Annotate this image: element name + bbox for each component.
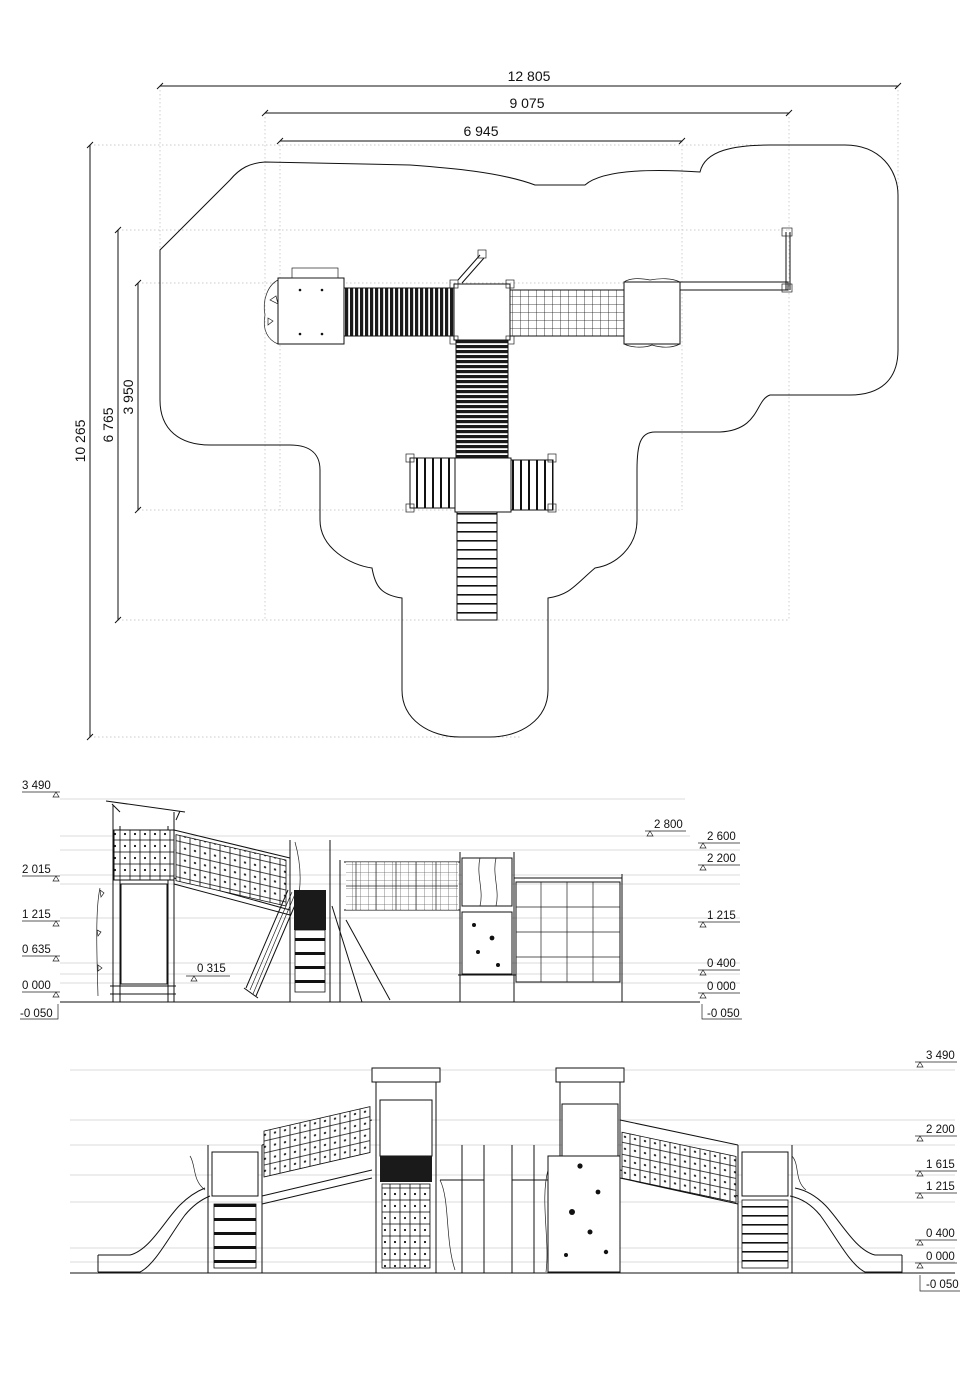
side-elevation: 3 490 2 200 1 615 1 215 0 400 0 000 -0 0… [70,1050,960,1292]
level-label: 1 215 [707,910,736,922]
front-slope-bridge [173,829,291,916]
front-grid-lines [60,798,740,1003]
left-tower-plan [263,267,345,345]
level-label: 1 215 [22,909,51,921]
safety-zone-outline [159,144,899,738]
dimension-label: 3 950 [120,379,136,414]
side-right-slope [619,1119,739,1205]
dimension-height-inner: 3 950 [120,279,142,514]
front-net-bridge [344,861,460,911]
level-label: 3 490 [22,780,51,792]
level-label: -0 050 [707,1008,740,1020]
front-net-frame [514,874,623,1002]
level-label: 0 315 [197,963,226,975]
side-right-slide [789,1155,903,1273]
front-levels-right: 2 800 2 600 2 200 1 215 0 400 0 000 -0 0… [645,819,742,1020]
dimension-height-middle: 6 765 [100,226,122,624]
level-label: 0 400 [707,958,736,970]
dimension-width-middle: 9 075 [261,95,793,117]
level-label: 2 200 [707,853,736,865]
bridge-slats-vertical [455,339,509,459]
central-platform-plan [449,249,515,345]
level-label: 2 600 [707,831,736,843]
level-label: 0 000 [707,981,736,993]
level-label: 2 800 [654,819,683,831]
lower-platform-plan [405,453,557,621]
side-left-slope [261,1106,373,1205]
level-label: -0 050 [20,1008,53,1020]
right-tower-plan [623,227,793,348]
front-right-tower [458,852,516,1002]
side-center-left-tower [371,1067,485,1273]
level-label: 0 400 [926,1228,955,1240]
level-label: 0 000 [22,980,51,992]
net-bridge [509,289,625,337]
side-center-right-tower [511,1067,625,1273]
level-label: 1 615 [926,1159,955,1171]
front-elevation: 3 490 2 015 1 215 0 635 0 000 -0 050 0 3… [20,780,742,1020]
level-label: 2 200 [926,1124,955,1136]
dimension-label: 10 265 [72,419,88,462]
dimension-width-inner: 6 945 [276,123,686,145]
front-central-tower [289,840,391,1003]
dimension-label: 12 805 [508,68,551,84]
side-left-slide [97,1155,211,1273]
side-left-platform [207,1145,263,1273]
dimension-label: 6 765 [100,407,116,442]
dimension-width-overall: 12 805 [156,68,902,90]
level-label: 0 000 [926,1251,955,1263]
side-right-platform [737,1145,793,1273]
plan-view: 12 805 9 075 6 945 10 265 6 765 [72,68,902,741]
level-label: 0 635 [22,944,51,956]
level-label: -0 050 [926,1279,959,1291]
dimension-label: 9 075 [509,95,544,111]
bridge-slats-left [343,287,455,337]
level-label: 2 015 [22,864,51,876]
front-levels-left: 3 490 2 015 1 215 0 635 0 000 -0 050 0 3… [20,780,230,1020]
side-levels-right: 3 490 2 200 1 615 1 215 0 400 0 000 -0 0… [915,1050,960,1292]
level-label: 1 215 [926,1181,955,1193]
dimension-height-overall: 10 265 [72,141,94,741]
front-left-tower [96,800,186,1002]
dimension-label: 6 945 [463,123,498,139]
level-label: 3 490 [926,1050,955,1062]
front-slide [243,889,299,999]
